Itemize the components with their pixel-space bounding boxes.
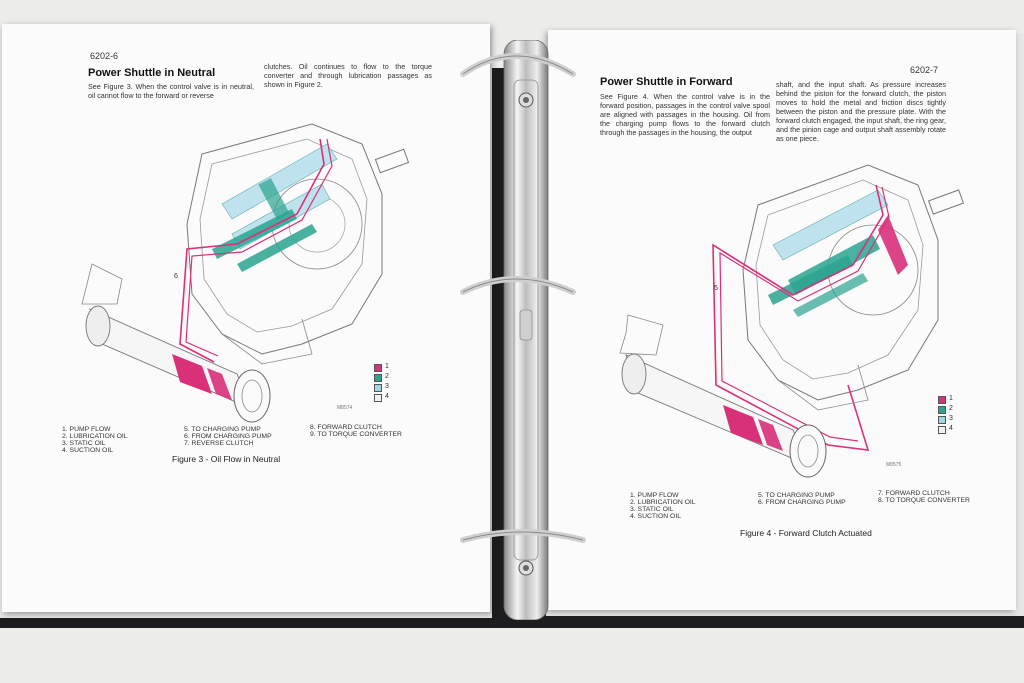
right-key-4: 4 [949, 425, 953, 432]
right-legend-item: 8. TO TORQUE CONVERTER [878, 497, 970, 504]
right-key-swatch-suction [938, 426, 946, 434]
right-page-heading: Power Shuttle in Forward [600, 76, 733, 88]
right-legend-item: 5. TO CHARGING PUMP [758, 492, 835, 499]
right-key-swatch-lube [938, 406, 946, 414]
left-legend-item: 4. SUCTION OIL [62, 447, 113, 454]
right-figure-code: M8575 [886, 462, 902, 468]
right-key-swatch-pump [938, 396, 946, 404]
right-legend-item: 3. STATIC OIL [630, 506, 674, 513]
left-key-swatch-suction [374, 394, 382, 402]
left-paragraph-col2: clutches. Oil continues to flow to the t… [264, 62, 432, 89]
right-key-swatch-static [938, 416, 946, 424]
left-legend-item: 2. LUBRICATION OIL [62, 433, 128, 440]
left-legend-item: 6. FROM CHARGING PUMP [184, 433, 272, 440]
right-callout-label: 5 [714, 285, 718, 292]
right-figure-caption: Figure 4 - Forward Clutch Actuated [740, 528, 872, 538]
right-paragraph-col2: shaft, and the input shaft. As pressure … [776, 80, 946, 143]
right-legend-item: 1. PUMP FLOW [630, 492, 679, 499]
left-key-4: 4 [385, 393, 389, 400]
left-key-swatch-pump [374, 364, 382, 372]
left-figure-caption: Figure 3 - Oil Flow in Neutral [172, 454, 281, 464]
left-paragraph-col1: See Figure 3. When the control valve is … [88, 82, 254, 100]
left-key-swatch-lube [374, 374, 382, 382]
right-legend-item: 2. LUBRICATION OIL [630, 499, 696, 506]
right-page-number: 6202-7 [910, 65, 939, 75]
left-page: 6202-6 Power Shuttle in Neutral See Figu… [2, 24, 490, 612]
left-key-2: 2 [385, 373, 389, 380]
left-legend-item: 1. PUMP FLOW [62, 426, 111, 433]
right-legend-item: 7. FORWARD CLUTCH [878, 490, 950, 497]
binder-ring-middle [460, 276, 576, 295]
left-legend-item: 8. FORWARD CLUTCH [310, 424, 382, 431]
right-paragraph-col1: See Figure 4. When the control valve is … [600, 92, 770, 137]
left-figure-code: M8574 [337, 405, 353, 411]
binder-ring-mechanism [503, 40, 549, 620]
left-page-heading: Power Shuttle in Neutral [88, 67, 216, 79]
figure-4-illustration [619, 164, 965, 478]
binder-ring-bottom [460, 529, 586, 543]
figure-3-illustration [81, 123, 410, 423]
right-legend-item: 6. FROM CHARGING PUMP [758, 499, 846, 506]
right-legend-item: 4. SUCTION OIL [630, 513, 681, 520]
left-legend-item: 5. TO CHARGING PUMP [184, 426, 261, 433]
left-callout-label: 6 [174, 273, 178, 280]
left-legend-item: 3. STATIC OIL [62, 440, 106, 447]
right-page: 6202-7 Power Shuttle in Forward See Figu… [548, 30, 1016, 610]
left-legend-item: 9. TO TORQUE CONVERTER [310, 431, 402, 438]
right-key-3: 3 [949, 415, 953, 422]
right-key-2: 2 [949, 405, 953, 412]
left-key-3: 3 [385, 383, 389, 390]
left-legend-item: 7. REVERSE CLUTCH [184, 440, 254, 447]
binder-ring-top [460, 53, 576, 77]
left-key-swatch-static [374, 384, 382, 392]
left-key-1: 1 [385, 363, 389, 370]
left-page-number: 6202-6 [90, 51, 119, 61]
right-key-1: 1 [949, 395, 953, 402]
